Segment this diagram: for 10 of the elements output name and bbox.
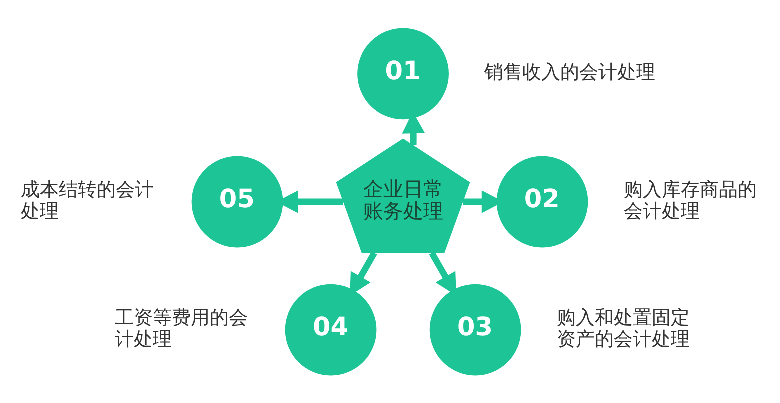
node-label: 购入库存商品的会计处理 [624, 178, 757, 222]
node-circle: 03 [430, 284, 522, 376]
node-label: 工资等费用的会计处理 [114, 306, 248, 350]
node-label: 成本结转的会计处理 [21, 178, 154, 222]
node-label: 购入和处置固定资产的会计处理 [556, 306, 690, 350]
node-circle: 01 [358, 28, 449, 120]
node-circle: 05 [192, 156, 284, 248]
node-circle: 02 [496, 156, 588, 248]
node-label: 销售收入的会计处理 [484, 60, 656, 84]
node-circle: 04 [285, 284, 377, 376]
